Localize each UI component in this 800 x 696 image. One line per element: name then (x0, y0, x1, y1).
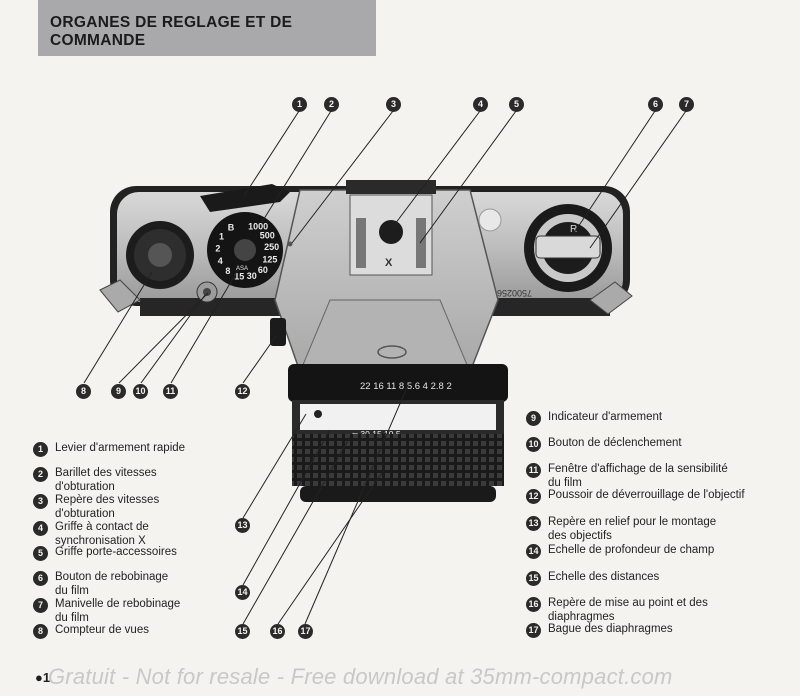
callout-17-marker: 17 (298, 624, 313, 639)
legend-17-number: 17 (526, 623, 541, 638)
speed-label: 15 (234, 271, 244, 281)
legend-14-number: 14 (526, 544, 541, 559)
aperture-scale: 22 16 11 8 5.6 4 2.8 2 (360, 381, 452, 392)
speed-label: 60 (258, 265, 268, 275)
callout-5-marker: 5 (509, 97, 524, 112)
page-title-line2: COMMANDE (50, 32, 146, 49)
title-box: ORGANES DE REGLAGE ET DE COMMANDE (38, 0, 376, 56)
rewind-mark: R (570, 224, 577, 235)
legend-8-number: 8 (33, 624, 48, 639)
legend-5-number: 5 (33, 546, 48, 561)
asa-label: ASA (236, 266, 248, 272)
strap-lug-left (99, 279, 141, 313)
callout-4-marker: 4 (473, 97, 488, 112)
x-sync-contact (379, 220, 403, 244)
legend-12-text: Poussoir de déverrouillage de l'objectif (548, 489, 745, 501)
callout-7-marker: 7 (679, 97, 694, 112)
legend-17-text: Bague des diaphragmes (548, 623, 673, 635)
self-timer (478, 208, 502, 232)
callout-10-marker: 10 (133, 384, 148, 399)
speed-label: 8 (225, 266, 230, 276)
legend-6-number: 6 (33, 571, 48, 586)
speed-label: 30 (247, 271, 257, 281)
legend-14-text: Echelle de profondeur de champ (548, 544, 715, 556)
lens-mount-index (314, 410, 322, 418)
legend-9-text: Indicateur d'armement (548, 411, 663, 423)
speed-label: 1000 (248, 222, 268, 232)
strap-lug-right (589, 281, 633, 315)
leader-lines (83, 110, 687, 625)
speed-label: 500 (260, 230, 275, 240)
callout-8-marker: 8 (76, 384, 91, 399)
legend-7-number: 7 (33, 598, 48, 613)
callout-2-marker: 2 (324, 97, 339, 112)
callout-13-marker: 13 (235, 518, 250, 533)
lens: 22 16 11 8 5.6 4 2.8 2 ∞ 30 15 10 5 (288, 364, 508, 502)
legend-1-text: Levier d'armement rapide (55, 442, 186, 454)
callout-14-marker: 14 (235, 585, 250, 600)
callout-11-marker: 11 (163, 384, 178, 399)
page-marker: ●1 (35, 670, 51, 685)
aperture-ring (288, 364, 508, 402)
callout-16-marker: 16 (270, 624, 285, 639)
speed-label: 125 (262, 255, 277, 265)
callout-9-marker: 9 (111, 384, 126, 399)
legend-10-text: Bouton de déclenchement (548, 437, 682, 449)
speed-label: B (228, 222, 235, 232)
speed-label: 2 (215, 244, 220, 254)
callout-6-marker: 6 (648, 97, 663, 112)
callout-1-marker: 1 (292, 97, 307, 112)
legend-11-number: 11 (526, 463, 541, 478)
legend-8-text: Compteur de vues (55, 624, 149, 636)
legend-5-text: Griffe porte-accessoires (55, 546, 177, 558)
advance-lever (200, 184, 290, 212)
page-title-line1: ORGANES DE REGLAGE ET DE (50, 14, 293, 31)
serial-number: 7500256 (497, 288, 532, 298)
footer-watermark: Gratuit - Not for resale - Free download… (48, 664, 673, 689)
legend-13-number: 13 (526, 516, 541, 531)
speed-index-mark (287, 241, 293, 247)
speed-label: 250 (264, 242, 279, 252)
legend-2-number: 2 (33, 467, 48, 482)
legend-16-number: 16 (526, 597, 541, 612)
callout-15-marker: 15 (235, 624, 250, 639)
legend-4-number: 4 (33, 521, 48, 536)
legend-3-number: 3 (33, 494, 48, 509)
legend-15-text: Echelle des distances (548, 571, 660, 583)
legend-12-number: 12 (526, 489, 541, 504)
legend-15-number: 15 (526, 571, 541, 586)
legend-9-number: 9 (526, 411, 541, 426)
speed-label: 1 (219, 232, 224, 242)
legend-10-number: 10 (526, 437, 541, 452)
rewind-crank (535, 235, 601, 259)
x-mark: X (385, 257, 393, 269)
callout-3-marker: 3 (386, 97, 401, 112)
legend-1-number: 1 (33, 442, 48, 457)
brand-logo (377, 345, 407, 359)
speed-label: 4 (218, 256, 223, 266)
callout-12-marker: 12 (235, 384, 250, 399)
page-title: ORGANES DE REGLAGE ET DE COMMANDE (50, 14, 292, 50)
